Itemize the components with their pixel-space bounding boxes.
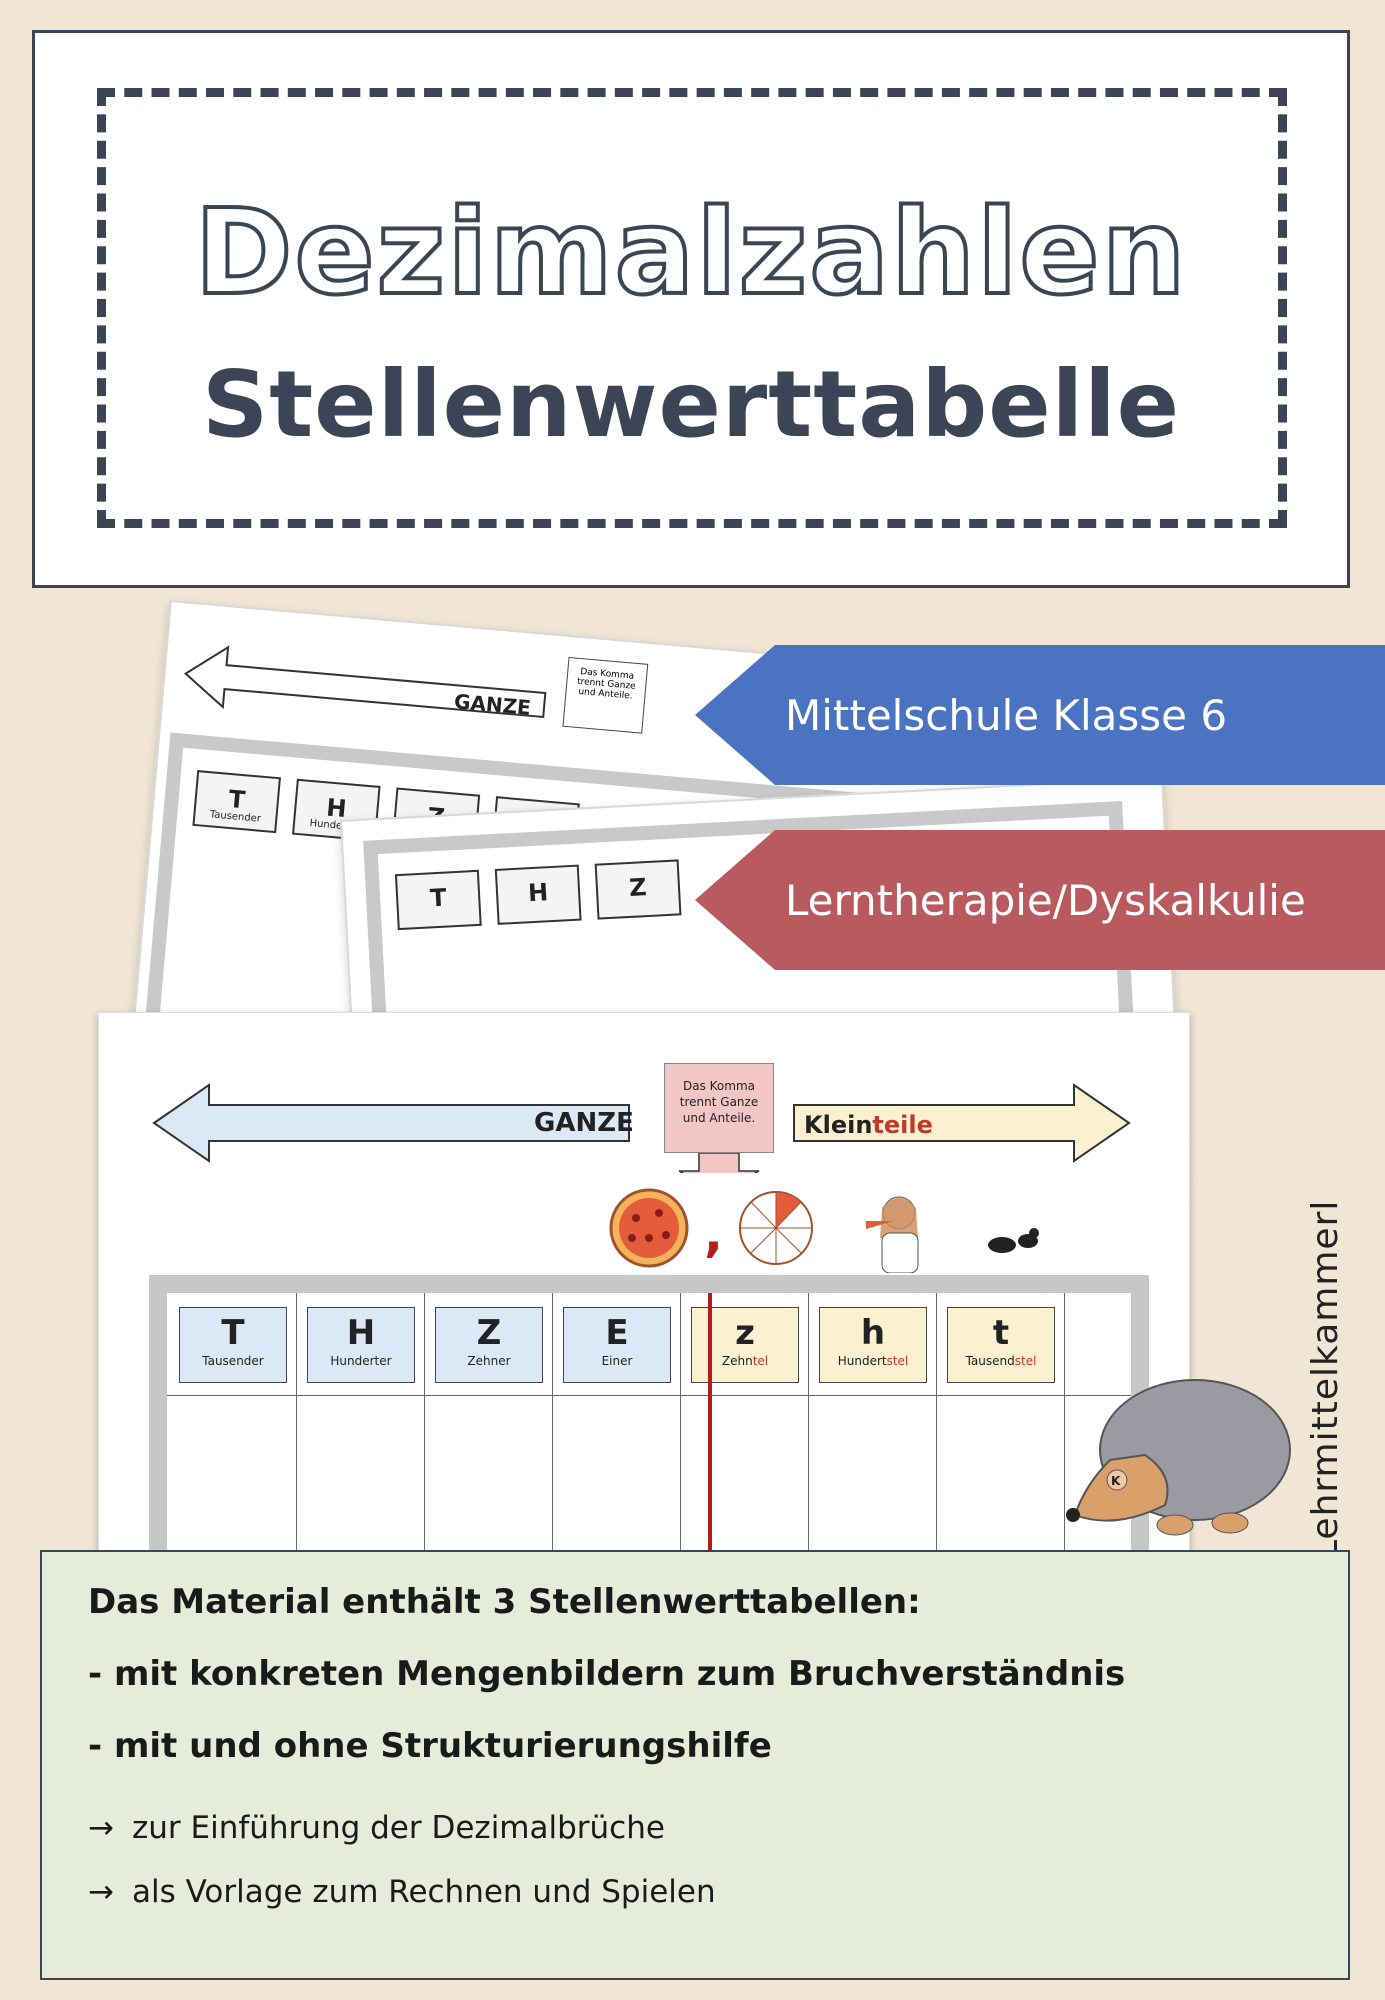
- place-label: Zehntel: [721, 1354, 769, 1368]
- ganze-arrow-back: [183, 645, 547, 719]
- sliced-pizza-icon: [739, 1191, 813, 1265]
- person-eating-icon: [866, 1196, 919, 1273]
- title-main: Dezimalzahlen: [193, 181, 1188, 323]
- kleinteile-arrow: [793, 1083, 1131, 1163]
- cell-middle-t: T: [394, 869, 482, 931]
- place-label: Hunderter: [330, 1354, 392, 1368]
- place-label: Hundertstel: [837, 1354, 909, 1368]
- ganze-label: GANZE: [534, 1108, 634, 1138]
- svg-text:K: K: [1111, 1474, 1121, 1488]
- komma-note: Das Komma trennt Ganze und Anteile.: [664, 1063, 774, 1153]
- hedgehog-mascot-icon: K: [1066, 1379, 1291, 1536]
- place-letter: z: [735, 1313, 755, 1353]
- place-letter: Z: [476, 1313, 502, 1353]
- place-letter: E: [605, 1313, 629, 1353]
- birds-icon: [988, 1228, 1039, 1253]
- place-label: Tausender: [202, 1354, 264, 1368]
- pizza-illustrations: ,: [609, 1188, 1039, 1273]
- title-box: Dezimalzahlen Stellenwerttabelle: [32, 30, 1350, 588]
- arrow-right-icon: →: [88, 1810, 114, 1846]
- info-bullet-2: - mit und ohne Strukturierungshilfe: [88, 1726, 772, 1766]
- komma-note-back: Das Komma trennt Ganze und Anteile.: [562, 656, 649, 734]
- place-letter: H: [346, 1313, 376, 1353]
- info-heading: Das Material enthält 3 Stellenwerttabell…: [88, 1582, 921, 1622]
- kleinteile-label: Kleinteile: [804, 1111, 933, 1139]
- ribbon-therapy: Lerntherapie/Dyskalkulie: [695, 830, 1385, 970]
- whole-pizza-icon: [609, 1188, 689, 1268]
- ribbon-school-level: Mittelschule Klasse 6: [695, 645, 1385, 785]
- header-row-divider: [167, 1395, 1131, 1396]
- place-label: Einer: [601, 1354, 633, 1368]
- info-box: Das Material enthält 3 Stellenwerttabell…: [40, 1550, 1350, 1980]
- komma-pointer: [678, 1152, 760, 1173]
- place-label: Zehner: [467, 1354, 511, 1368]
- place-label: Tausendstel: [965, 1354, 1037, 1368]
- title-sub: Stellenwerttabelle: [201, 351, 1181, 458]
- comma-symbol: ,: [704, 1205, 723, 1263]
- cell-middle-h: H: [494, 864, 582, 925]
- info-arrow-item-2: →als Vorlage zum Rechnen und Spielen: [88, 1874, 716, 1910]
- ganze-arrow: [152, 1083, 630, 1163]
- title-dashed-frame: [97, 88, 1287, 528]
- arrow-right-icon: →: [88, 1874, 114, 1910]
- info-arrow-item-1: →zur Einführung der Dezimalbrüche: [88, 1810, 665, 1846]
- decimal-divider-line: [708, 1293, 712, 1665]
- place-letter: T: [221, 1313, 245, 1353]
- place-letter: h: [860, 1313, 886, 1353]
- arrows-svg: [152, 1083, 1131, 1173]
- cell-middle-z: Z: [594, 859, 682, 920]
- preview-page-back: GANZE Das Komma trennt Ganze und Anteile…: [120, 600, 1141, 1247]
- info-bullet-1: - mit konkreten Mengenbildern zum Bruchv…: [88, 1654, 1126, 1694]
- place-letter: t: [992, 1313, 1010, 1353]
